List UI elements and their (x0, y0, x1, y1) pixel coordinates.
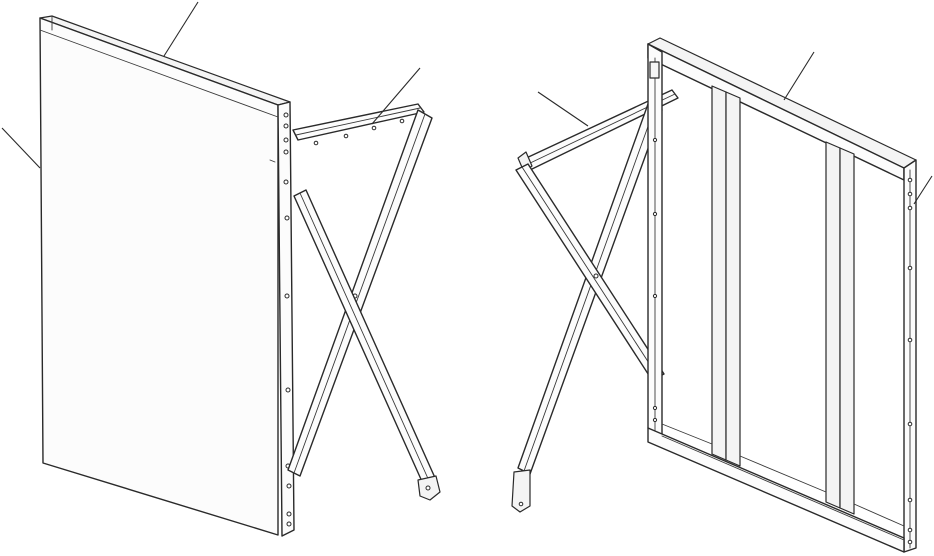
brace-right-pivot (593, 273, 599, 279)
cross-brace-left (287, 103, 441, 501)
solid-side-panel (39, 15, 295, 537)
cross-brace-right (511, 89, 679, 513)
frame-top-rail (647, 37, 917, 169)
frame-stud-2 (725, 91, 741, 467)
frame-stud-4 (839, 147, 855, 515)
brace-right-foot (511, 469, 531, 513)
panel-edge-holes (283, 112, 292, 527)
panel-top-band (39, 29, 279, 118)
leader-panel-side (1, 127, 41, 169)
frame-top-bracket (649, 61, 660, 79)
frame-top-rail-front (647, 43, 905, 181)
leader-panel-top (163, 1, 199, 57)
brace-left-top-bar (292, 103, 425, 141)
leader-lines (1, 1, 933, 205)
frame-bottom-rail (647, 427, 905, 553)
leader-frame-side (913, 175, 933, 205)
panel-front-face (39, 17, 279, 536)
frame-right-post-holes (907, 177, 913, 545)
panel-edge-rail (277, 101, 295, 537)
brace-left-top-holes (313, 118, 405, 146)
leader-brace-left (371, 67, 421, 125)
frame-stud-3 (825, 141, 841, 509)
frame-panel (647, 37, 917, 553)
leader-brace-right (537, 91, 589, 127)
frame-left-post-holes (652, 137, 658, 423)
panel-tick (269, 159, 276, 163)
leader-frame-top (783, 51, 815, 101)
frame-stud-1 (711, 85, 727, 461)
